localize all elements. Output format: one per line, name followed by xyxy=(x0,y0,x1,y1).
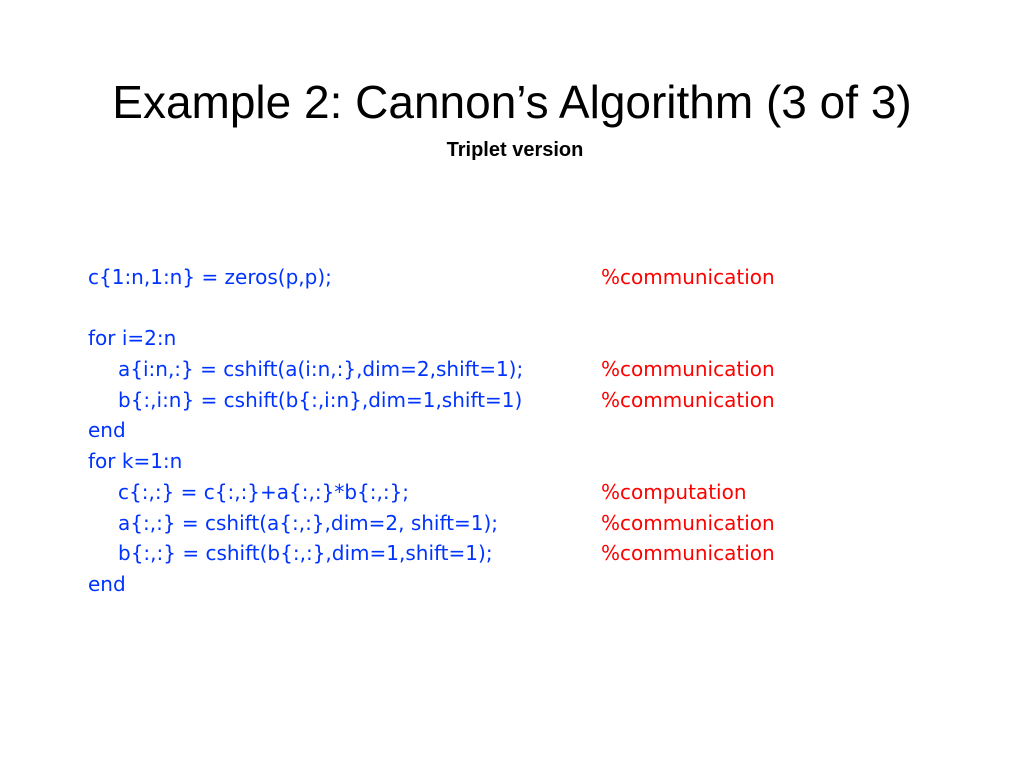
code-text: a{i:n,:} = cshift(a(i:n,:},dim=2,shift=1… xyxy=(118,357,524,382)
slide-subtitle: Triplet version xyxy=(446,139,584,161)
code-text: a{:,:} = cshift(a{:,:},dim=2, shift=1); xyxy=(118,510,499,535)
code-comment: %communication xyxy=(601,510,775,535)
code-line: b{:,:} = cshift(b{:,:},dim=1,shift=1); %… xyxy=(88,538,988,569)
code-comment: %computation xyxy=(601,479,747,504)
code-line: for k=1:n xyxy=(88,446,988,477)
code-line: a{:,:} = cshift(a{:,:},dim=2, shift=1); … xyxy=(88,508,988,539)
code-line: c{1:n,1:n} = zeros(p,p); %communication xyxy=(88,262,988,293)
code-text: b{:,:} = cshift(b{:,:},dim=1,shift=1); xyxy=(118,541,493,566)
code-text: b{:,i:n} = cshift(b{:,i:n},dim=1,shift=1… xyxy=(118,387,523,412)
code-line: for i=2:n xyxy=(88,323,988,354)
code-block: c{1:n,1:n} = zeros(p,p); %communication … xyxy=(88,262,988,600)
code-text: c{1:n,1:n} = zeros(p,p); xyxy=(88,265,332,289)
code-comment: %communication xyxy=(601,541,775,566)
code-comment: %communication xyxy=(601,265,775,289)
code-text: end xyxy=(88,418,126,443)
code-text: for k=1:n xyxy=(88,449,183,474)
code-text: c{:,:} = c{:,:}+a{:,:}*b{:,:}; xyxy=(118,479,410,504)
slide-title: Example 2: Cannon’s Algorithm (3 of 3) xyxy=(112,76,912,128)
code-line: a{i:n,:} = cshift(a(i:n,:},dim=2,shift=1… xyxy=(88,354,988,385)
code-text: end xyxy=(88,571,126,596)
code-line: b{:,i:n} = cshift(b{:,i:n},dim=1,shift=1… xyxy=(88,385,988,416)
code-line: c{:,:} = c{:,:}+a{:,:}*b{:,:}; %computat… xyxy=(88,477,988,508)
code-line-blank xyxy=(88,293,988,324)
code-text: for i=2:n xyxy=(88,326,177,351)
code-comment: %communication xyxy=(601,357,775,382)
code-line: end xyxy=(88,415,988,446)
code-comment: %communication xyxy=(601,387,775,412)
code-line: end xyxy=(88,569,988,600)
